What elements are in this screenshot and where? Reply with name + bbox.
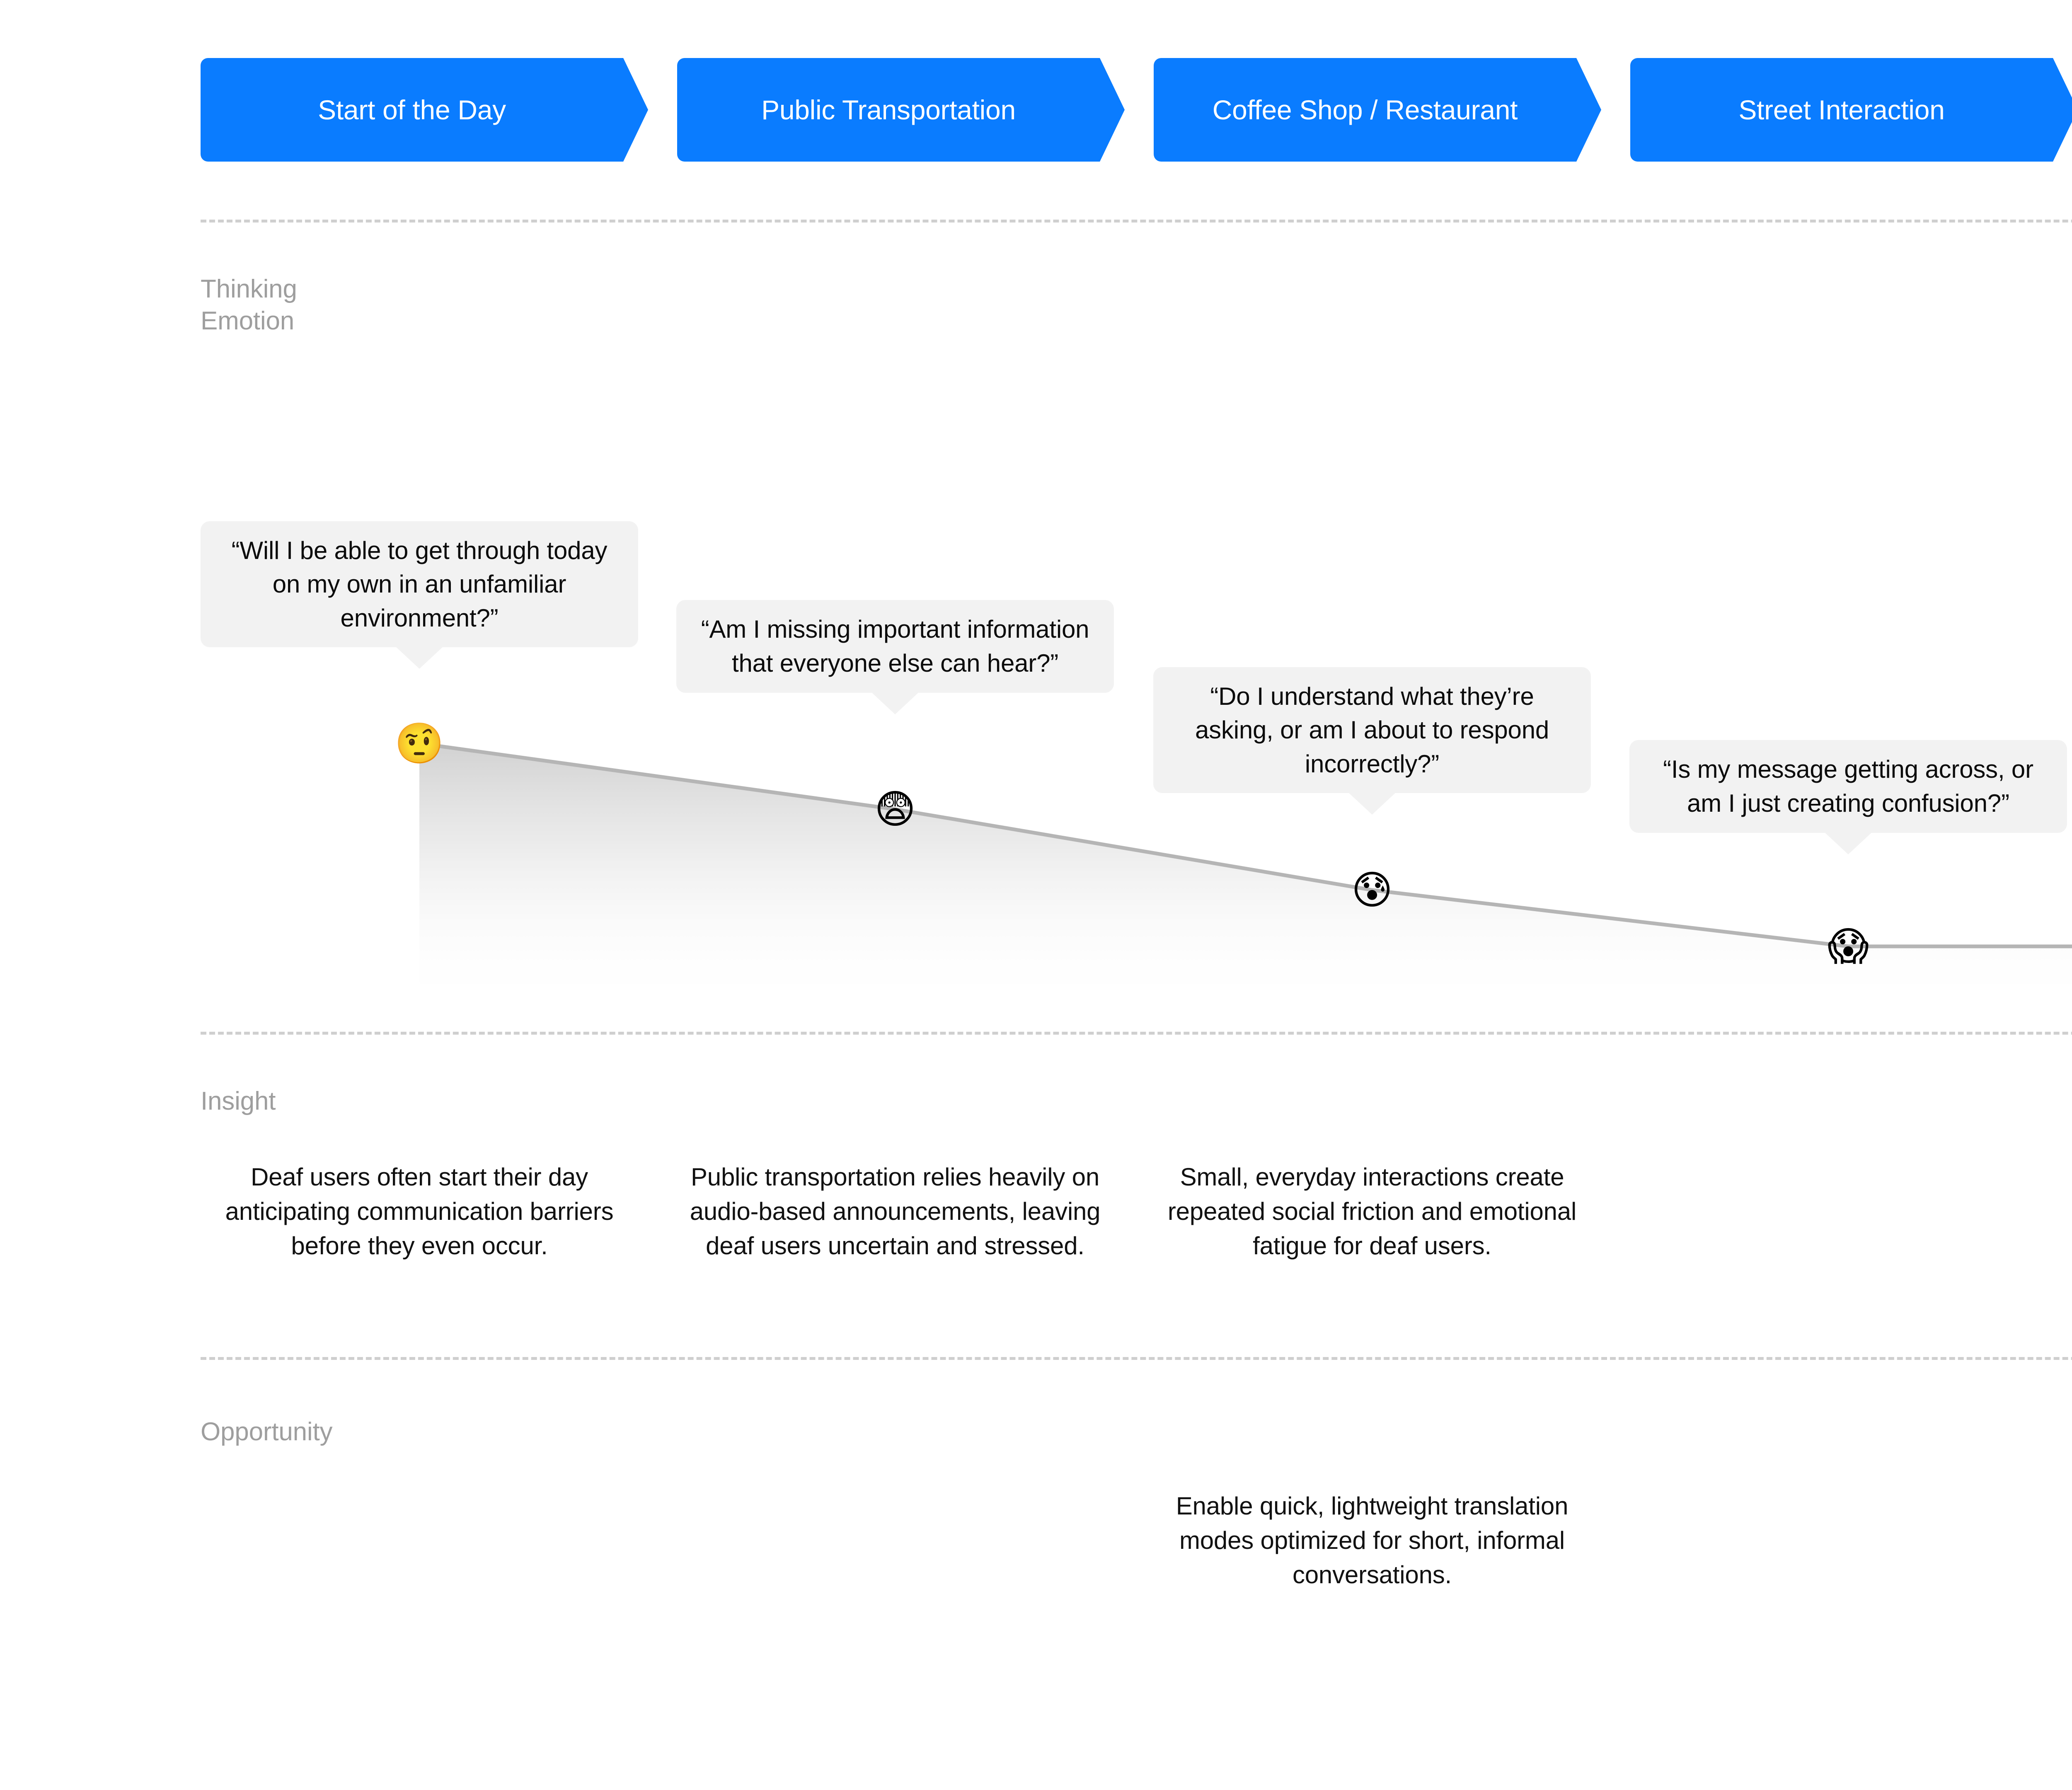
opportunity-cell-coffee-shop-restaurant: Enable quick, lightweight translation mo… <box>1176 1492 1569 1589</box>
thought-bubble-tail <box>871 692 919 714</box>
thought-bubble-street-interaction: “Is my message getting across, or am I j… <box>1629 740 2067 854</box>
stage-chip-public-transportation[interactable]: Public Transportation <box>677 58 1125 162</box>
thought-bubble-tail <box>1348 792 1396 815</box>
thought-bubble-tail <box>395 646 443 669</box>
thought-bubble-text: “Am I missing important information that… <box>701 615 1089 677</box>
thought-bubble-text: “Will I be able to get through today on … <box>231 536 608 632</box>
stage-chip-coffee-shop-restaurant[interactable]: Coffee Shop / Restaurant <box>1154 58 1601 162</box>
stage-header-row: Start of the Day Public Transportation C… <box>201 58 2072 162</box>
thought-bubble-coffee-shop-restaurant: “Do I understand what they’re asking, or… <box>1153 667 1591 815</box>
stage-chip-street-interaction[interactable]: Street Interaction <box>1630 58 2072 162</box>
stage-label: Public Transportation <box>761 94 1016 125</box>
stage-label: Start of the Day <box>318 94 506 125</box>
divider-below-emotion <box>201 1032 2072 1035</box>
thought-bubble-tail <box>1824 832 1872 854</box>
stage-chip-start-of-the-day[interactable]: Start of the Day <box>201 58 648 162</box>
thought-bubble-text: “Do I understand what they’re asking, or… <box>1195 682 1549 778</box>
thought-bubble-start-of-the-day: “Will I be able to get through today on … <box>201 521 638 669</box>
stage-label: Street Interaction <box>1738 94 1945 125</box>
insight-cell-start-of-the-day: Deaf users often start their day anticip… <box>225 1163 614 1260</box>
row-title-opportunity: Opportunity <box>201 1417 333 1446</box>
emotion-point-anxious-face-with-sweat[interactable]: 😰 <box>1351 867 1393 913</box>
insight-cell-public-transportation: Public transportation relies heavily on … <box>690 1163 1101 1260</box>
emotion-point-raised-eyebrow-face[interactable]: 🤨 <box>395 720 444 767</box>
stage-label: Coffee Shop / Restaurant <box>1212 94 1518 125</box>
thought-bubble-text: “Is my message getting across, or am I j… <box>1663 755 2033 817</box>
row-title-insight: Insight <box>201 1087 276 1115</box>
emotion-point-face-screaming-in-fear[interactable]: 😱 <box>1827 923 1869 970</box>
divider-below-insight <box>201 1357 2072 1360</box>
emotion-point-fearful-face[interactable]: 😨 <box>874 786 916 832</box>
divider-below-stages <box>201 220 2072 223</box>
row-title-thinking-emotion: Thinking Emotion <box>201 275 297 335</box>
thought-bubble-public-transportation: “Am I missing important information that… <box>676 600 1114 714</box>
insight-cell-coffee-shop-restaurant: Small, everyday interactions create repe… <box>1167 1163 1577 1260</box>
